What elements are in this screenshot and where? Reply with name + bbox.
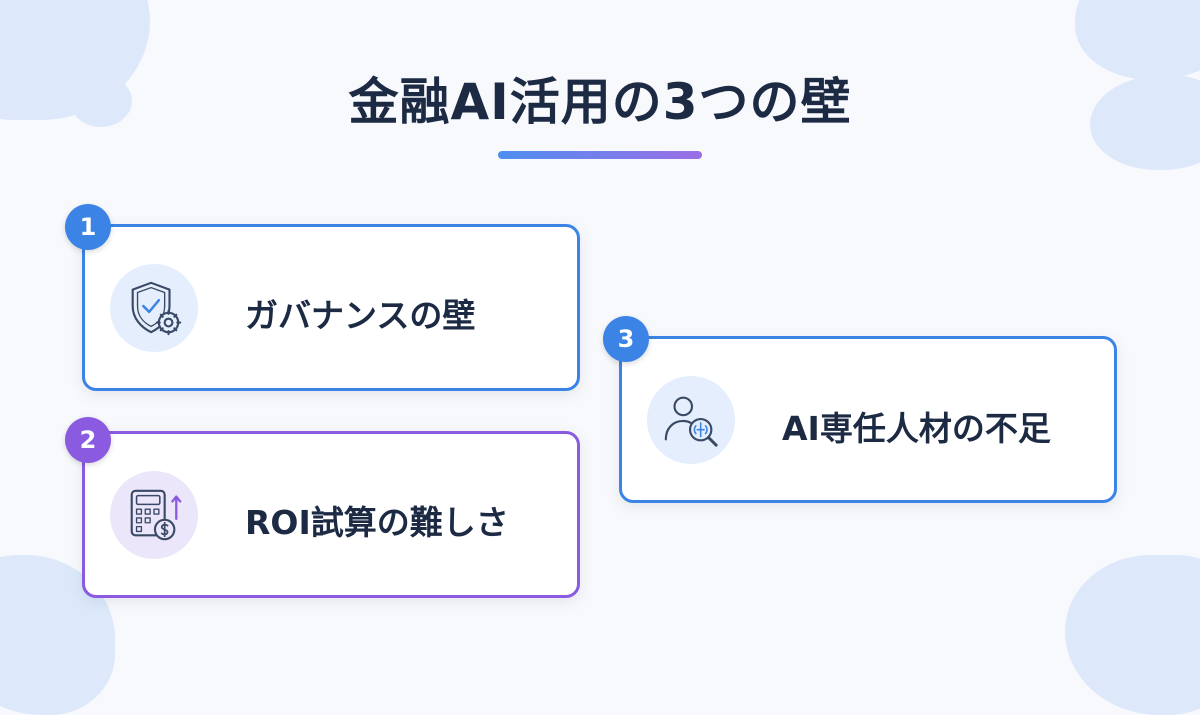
shield-gear-icon [110, 264, 198, 352]
card-number-badge: 2 [65, 417, 111, 463]
decor-blob-right [1090, 75, 1200, 170]
card-label: ガバナンスの壁 [245, 296, 476, 335]
card-number-badge: 3 [603, 316, 649, 362]
calculator-dollar-icon [110, 471, 198, 559]
title-underline [498, 151, 702, 159]
card-label: ROI試算の難しさ [245, 503, 509, 542]
page-title: 金融AI活用の3つの壁 [348, 73, 852, 131]
person-brain-search-icon [647, 376, 735, 464]
decor-blob-bottom-right [1065, 555, 1200, 715]
decor-blob-top-left-small [70, 75, 132, 127]
card-label: AI専任人材の不足 [782, 409, 1051, 448]
card-number-badge: 1 [65, 204, 111, 250]
